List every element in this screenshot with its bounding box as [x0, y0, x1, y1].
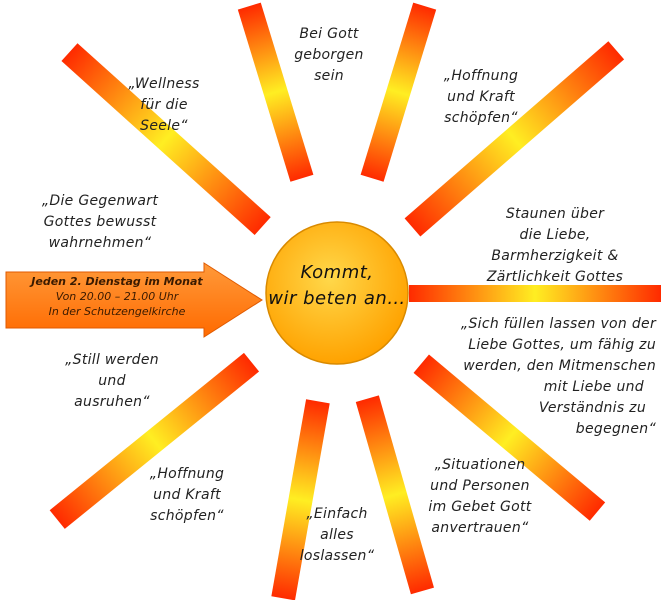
- label-still: „Still werden und ausruhen“: [65, 352, 159, 410]
- ray-bottom-right: [355, 395, 434, 595]
- ray-top-right: [360, 2, 437, 182]
- label-gegenwart: „Die Gegenwart Gottes bewusst wahrnehmen…: [41, 193, 159, 251]
- ray-bottom-left: [271, 399, 330, 600]
- label-staunen: Staunen über die Liebe, Barmherzigkeit &…: [486, 206, 624, 285]
- ray-top-left: [237, 2, 314, 182]
- ray-upper-right: [404, 41, 625, 237]
- label-fuellen: „Sich füllen lassen von der Liebe Gottes…: [460, 316, 656, 437]
- center-title: Kommt, wir beten an…: [262, 260, 412, 312]
- sun-circle: [265, 221, 409, 365]
- ray-upper-left: [61, 43, 271, 236]
- label-loslassen: „Einfach alles loslassen“: [299, 506, 375, 564]
- center-line-2: wir beten an…: [268, 288, 406, 309]
- banner-text: Jeden 2. Dienstag im Monat Von 20.00 – 2…: [8, 274, 226, 319]
- label-hoffnung-bottom: „Hoffnung und Kraft schöpfen“: [149, 466, 225, 524]
- label-hoffnung-top: „Hoffnung und Kraft schöpfen“: [443, 68, 519, 126]
- banner-line-1: Jeden 2. Dienstag im Monat: [31, 275, 203, 288]
- label-wellness: „Wellness für die Seele“: [128, 76, 200, 134]
- banner-line-2: Von 20.00 – 21.00 Uhr: [55, 290, 179, 303]
- ray-lower-left: [49, 352, 260, 529]
- banner-line-3: In der Schutzengelkirche: [48, 305, 186, 318]
- date-banner-arrow: [5, 262, 263, 338]
- label-geborgen: Bei Gott geborgen sein: [294, 26, 364, 84]
- ray-lower-right: [413, 354, 606, 521]
- center-line-1: Kommt,: [300, 262, 374, 283]
- label-situationen: „Situationen und Personen im Gebet Gott …: [428, 457, 532, 536]
- ray-right: [409, 285, 661, 302]
